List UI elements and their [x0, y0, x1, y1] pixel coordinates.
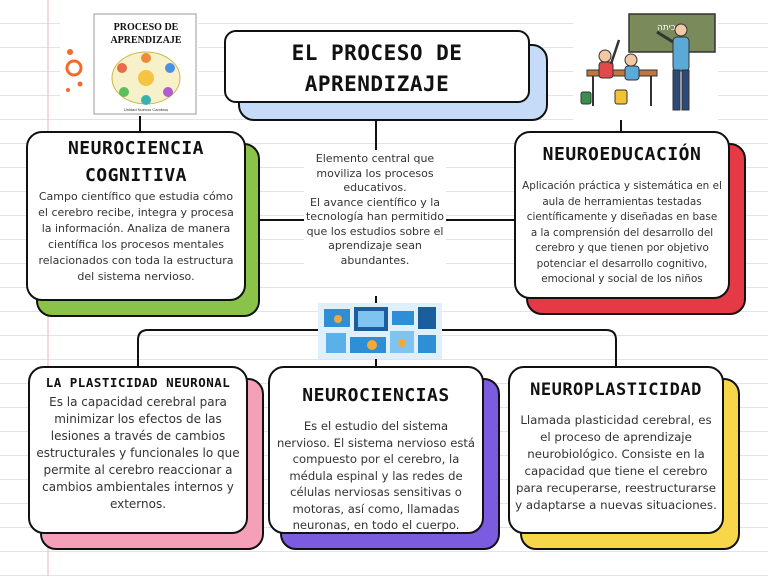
card-title: NEUROEDUCACIÓN	[542, 144, 702, 165]
technology-illustration	[318, 303, 442, 359]
board-text: כיתה	[657, 23, 676, 33]
central-description-1: Elemento central que moviliza los proces…	[315, 152, 435, 194]
card-title-line-1: NEUROCIENCIA	[67, 138, 205, 159]
card-body: Es la capacidad cerebral para minimizar …	[36, 395, 240, 511]
thumb-caption: Unidad Nuevos Cambios	[124, 107, 168, 112]
card-body: Campo científico que estudia cómo el cer…	[38, 190, 234, 283]
card-neuroeducacion: NEUROEDUCACIÓN Aplicación práctica y sis…	[514, 131, 746, 315]
card-neurociencias: NEUROCIENCIAS Es el estudio del sistema …	[268, 366, 500, 550]
card-title-line-2: COGNITIVA	[84, 165, 188, 186]
thumb-title-2: APRENDIZAJE	[110, 35, 181, 46]
thumb-title-1: PROCESO DE	[114, 22, 179, 33]
card-title: NEUROCIENCIAS	[302, 385, 450, 406]
card-neurociencia-cognitiva: NEUROCIENCIA COGNITIVA Campo científico …	[26, 131, 260, 317]
learning-process-thumbnail: PROCESO DE APRENDIZAJE Unidad Nuevos Cam…	[60, 12, 198, 116]
main-title-box: EL PROCESO DE APRENDIZAJE	[224, 30, 548, 121]
main-title-line-2: APRENDIZAJE	[304, 72, 450, 96]
title-card: EL PROCESO DE APRENDIZAJE	[224, 30, 530, 103]
card-title: NEUROPLASTICIDAD	[530, 380, 702, 400]
central-description-2: El avance científico y la tecnología han…	[305, 195, 444, 267]
card-title: LA PLASTICIDAD NEURONAL	[45, 375, 231, 390]
card-body: Aplicación práctica y sistemática en el …	[522, 180, 722, 285]
central-description: Elemento central que moviliza los proces…	[304, 152, 446, 268]
card-body: Llamada plasticidad cerebral, es el proc…	[515, 413, 717, 512]
classroom-teacher-illustration: כיתה	[573, 10, 718, 120]
main-title-line-1: EL PROCESO DE	[291, 41, 463, 65]
card-body: Es el estudio del sistema nervioso. El s…	[276, 419, 476, 532]
card-plasticidad-neuronal: LA PLASTICIDAD NEURONAL Es la capacidad …	[28, 366, 264, 550]
card-neuroplasticidad: NEUROPLASTICIDAD Llamada plasticidad cer…	[508, 366, 740, 550]
